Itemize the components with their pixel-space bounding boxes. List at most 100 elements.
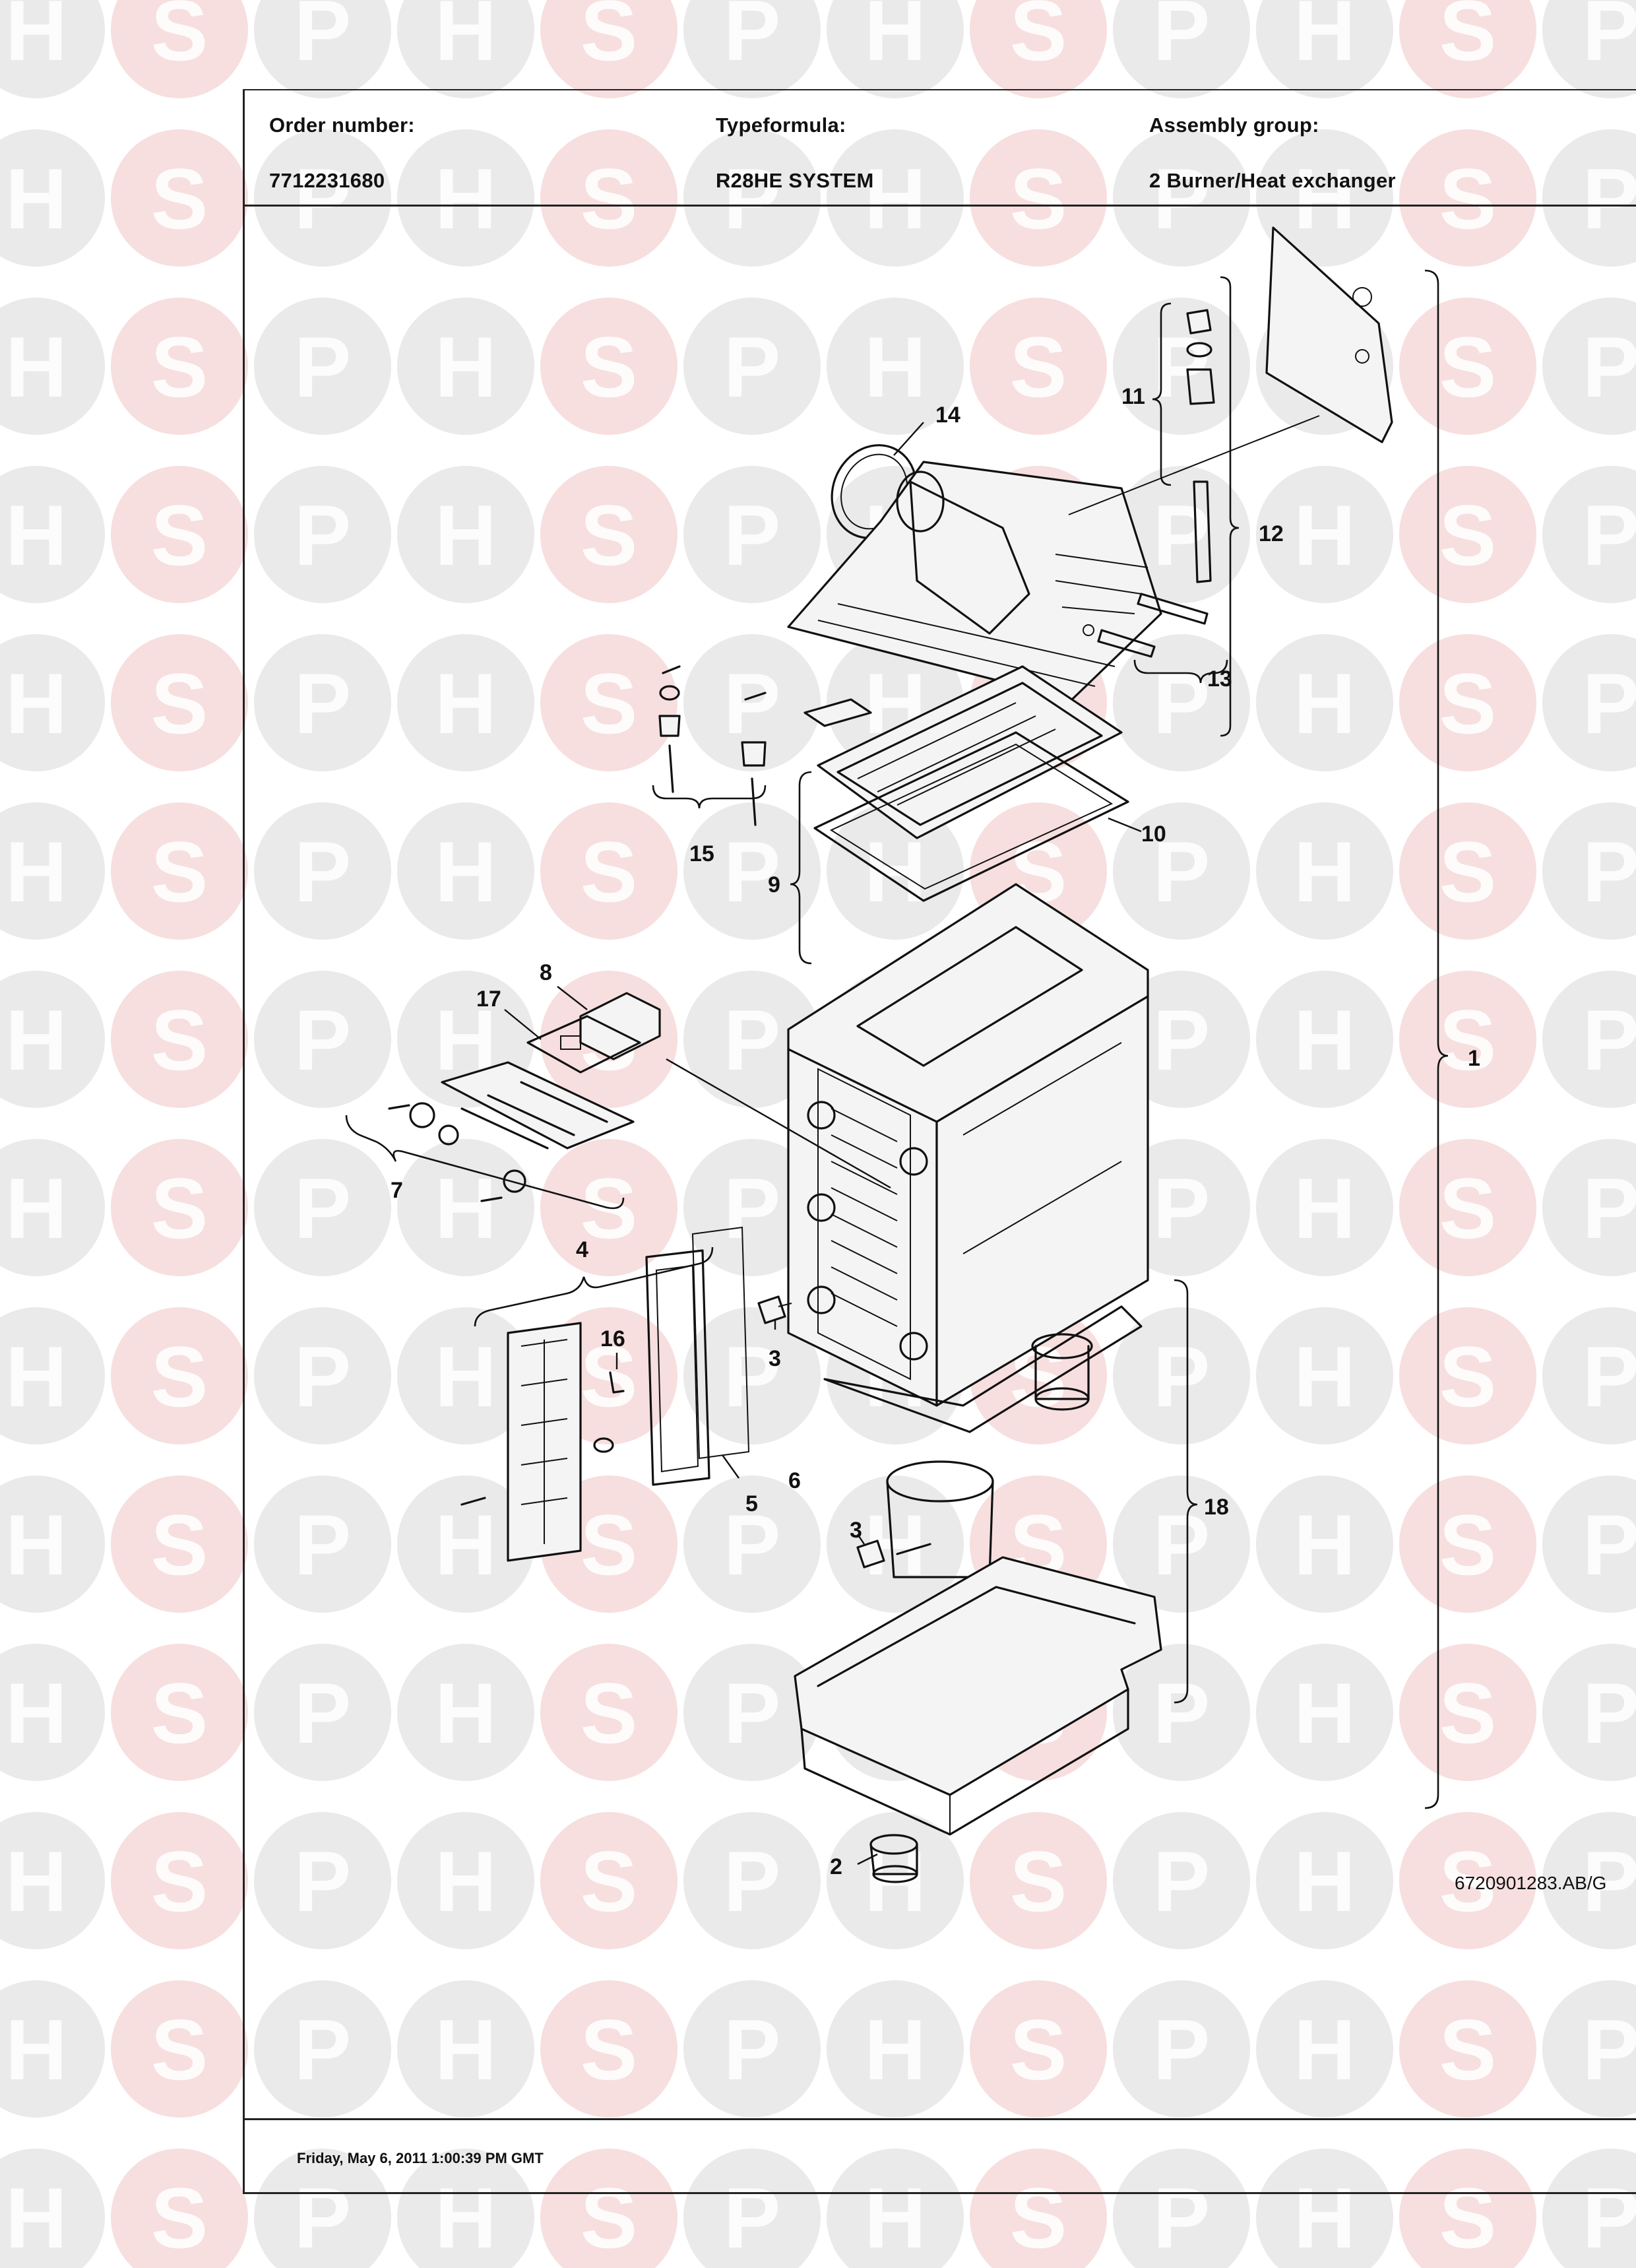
watermark-p-circle: P <box>1542 466 1636 603</box>
svg-text:P: P <box>294 992 352 1088</box>
svg-text:H: H <box>5 2170 67 2266</box>
watermark-s-circle: S <box>1399 466 1536 603</box>
svg-text:S: S <box>1439 150 1497 247</box>
svg-text:H: H <box>1294 1497 1356 1593</box>
svg-text:H: H <box>435 0 497 79</box>
svg-text:H: H <box>1294 0 1356 79</box>
watermark-p-circle: P <box>254 0 391 98</box>
svg-text:H: H <box>435 1665 497 1761</box>
brace-18 <box>1174 1279 1198 1704</box>
watermark-p-circle: P <box>683 129 821 267</box>
watermark-h-circle: H <box>1256 129 1393 267</box>
svg-text:S: S <box>151 2001 208 2098</box>
watermark-p-circle: P <box>683 1307 821 1444</box>
watermark-p-circle: P <box>1113 634 1250 771</box>
svg-text:P: P <box>1153 2170 1211 2266</box>
svg-text:H: H <box>435 150 497 247</box>
base-gasket <box>823 1305 1143 1433</box>
brace-12 <box>1220 276 1240 737</box>
watermark-h-circle: H <box>827 298 964 435</box>
svg-text:S: S <box>151 1833 208 1929</box>
svg-text:P: P <box>294 319 352 415</box>
svg-text:P: P <box>724 2170 781 2266</box>
svg-text:H: H <box>5 487 67 583</box>
svg-text:H: H <box>1294 2001 1356 2098</box>
watermark-s-circle: S <box>111 802 248 940</box>
part-10-gasket <box>813 731 1129 902</box>
watermark-s-circle: S <box>1399 971 1536 1108</box>
drawing-code: 6720901283.AB/G <box>1455 1873 1607 1893</box>
watermark-h-circle: H <box>1256 1475 1393 1613</box>
svg-text:H: H <box>5 2001 67 2098</box>
watermark-s-circle: S <box>540 129 677 267</box>
svg-text:P: P <box>1153 0 1211 79</box>
watermark-h-circle: H <box>397 1644 534 1781</box>
watermark-p-circle: P <box>683 1139 821 1276</box>
watermark-p-circle: P <box>1542 1307 1636 1444</box>
svg-text:P: P <box>724 655 781 752</box>
svg-text:S: S <box>151 1328 208 1425</box>
watermark-s-circle: S <box>111 1812 248 1949</box>
watermark-s-circle: S <box>540 298 677 435</box>
svg-text:H: H <box>5 1833 67 1929</box>
brace-4 <box>474 1247 714 1327</box>
svg-text:H: H <box>864 319 926 415</box>
watermark-p-circle: P <box>683 1475 821 1613</box>
svg-text:S: S <box>1439 655 1497 752</box>
watermark-h-circle: H <box>0 1139 105 1276</box>
svg-text:S: S <box>1439 487 1497 583</box>
watermark-p-circle: P <box>254 1307 391 1444</box>
watermark-s-circle: S <box>540 1644 677 1781</box>
heat-exchanger-body <box>787 883 1149 1407</box>
svg-text:S: S <box>151 150 208 247</box>
svg-text:S: S <box>1439 2001 1497 2098</box>
watermark-h-circle: H <box>397 2149 534 2268</box>
part-13-pins <box>1083 593 1209 658</box>
svg-text:P: P <box>724 1665 781 1761</box>
watermark-h-circle: H <box>0 2149 105 2268</box>
svg-text:S: S <box>1439 319 1497 415</box>
watermark-s-circle: S <box>111 298 248 435</box>
watermark-s-circle: S <box>111 634 248 771</box>
svg-text:P: P <box>294 1833 352 1929</box>
watermark-s-circle: S <box>1399 1139 1536 1276</box>
svg-text:S: S <box>151 992 208 1088</box>
svg-text:P: P <box>1153 1497 1211 1593</box>
svg-text:S: S <box>151 655 208 752</box>
svg-text:P: P <box>1583 2001 1636 2098</box>
frame-footer-bottom-line <box>243 2192 1636 2194</box>
svg-text:H: H <box>5 992 67 1088</box>
watermark-h-circle: H <box>397 1980 534 2118</box>
watermark-h-circle: H <box>1256 466 1393 603</box>
svg-text:H: H <box>1294 150 1356 247</box>
svg-text:H: H <box>1294 655 1356 752</box>
svg-text:S: S <box>581 0 638 79</box>
svg-text:P: P <box>1583 824 1636 920</box>
watermark-s-circle: S <box>970 1980 1107 2118</box>
watermark-p-circle: P <box>1113 1644 1250 1781</box>
svg-text:P: P <box>724 1833 781 1929</box>
svg-text:S: S <box>581 2001 638 2098</box>
watermark-p-circle: P <box>1542 1475 1636 1613</box>
watermark-p-circle: P <box>683 634 821 771</box>
frame-header-divider <box>243 205 1636 207</box>
watermark-s-circle: S <box>540 1980 677 2118</box>
watermark-p-circle: P <box>683 971 821 1108</box>
watermark-h-circle: H <box>397 298 534 435</box>
watermark-p-circle: P <box>254 129 391 267</box>
part-11-fastener-stack <box>1186 309 1215 583</box>
svg-text:P: P <box>1583 655 1636 752</box>
svg-text:H: H <box>1294 487 1356 583</box>
svg-text:S: S <box>1439 1833 1497 1929</box>
watermark-h-circle: H <box>0 802 105 940</box>
watermark-h-circle: H <box>0 634 105 771</box>
svg-text:P: P <box>1583 487 1636 583</box>
brace-15 <box>652 785 767 809</box>
svg-text:S: S <box>581 1497 638 1593</box>
watermark-p-circle: P <box>254 1812 391 1949</box>
watermark-h-circle: H <box>827 129 964 267</box>
svg-text:H: H <box>864 150 926 247</box>
watermark-h-circle: H <box>0 0 105 98</box>
watermark-p-circle: P <box>1542 1980 1636 2118</box>
